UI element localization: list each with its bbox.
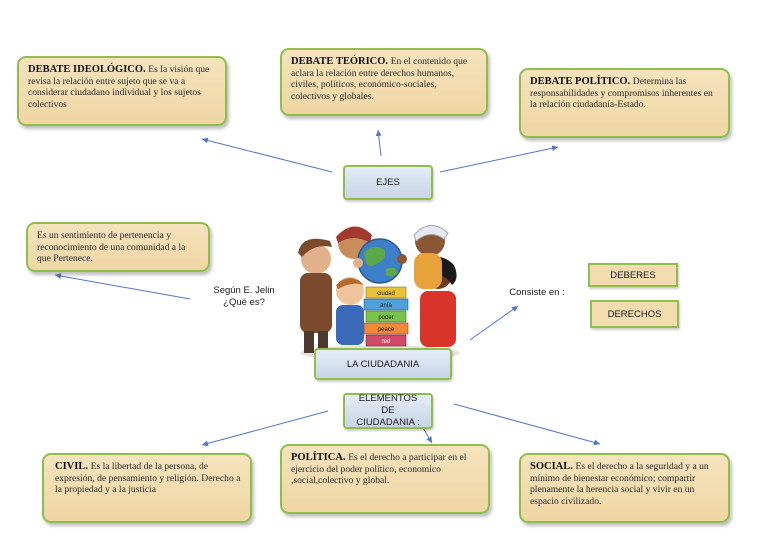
elementos-ciudadania-label: ELEMENTOS DE CIUDADANIA : [343,393,433,429]
debate-teorico-title: DEBATE TEÓRICO. [291,56,391,67]
debate-ideologico-text: Es la visión que revisa la relación entr… [28,64,210,110]
debate-politico-title: DEBATE POLÍTICO. [530,76,633,87]
debate-ideologico-title: DEBATE IDEOLÓGICO. [28,64,149,75]
politica-text: Es el derecho a participar en el ejercic… [291,452,467,486]
children-globe-illustration: ciudad anía poder peace red [298,225,460,361]
arrow-ejes-ideologico [201,137,333,173]
debate-politico-text: Determina las responsabilidades y compro… [530,76,713,110]
book-word-5: red [382,339,391,345]
civil-box: CIVIL. Es la libertad de la persona, de … [42,453,252,523]
politica-box: POLÍTICA. Es el derecho a participar en … [280,444,490,514]
deberes-tag: DEBERES [588,263,678,287]
debate-ideologico-box: DEBATE IDEOLÓGICO. Es la visión que revi… [17,56,227,126]
arrow-elementos-social [453,403,601,446]
social-text: Es el derecho a la seguridad y a un míni… [530,461,709,507]
definicion-box: Es un sentimiento de pertenencia y recon… [26,222,210,272]
que-es-line: ¿Qué es? [223,297,265,308]
book-word-4: peace [378,327,395,333]
arrow-ejes-teorico [375,129,382,157]
arrow-consiste [469,305,519,341]
book-word-2: anía [380,303,392,309]
derechos-tag: DERECHOS [590,300,679,328]
book-word-1: ciudad [377,291,395,297]
debate-teorico-box: DEBATE TEÓRICO. En el contenido que acla… [280,48,488,116]
arrow-segun-definicion [54,273,191,300]
debate-politico-box: DEBATE POLÍTICO. Determina las responsab… [519,68,730,138]
civil-title: CIVIL. [55,461,91,472]
book-word-3: poder [378,315,393,321]
segun-jelin-text: Según E. Jelin ¿Qué es? [205,285,283,309]
civil-text: Es la libertad de la persona, de expresi… [55,461,241,495]
social-box: SOCIAL. Es el derecho a la seguridad y a… [519,453,730,523]
consiste-en-text: Consiste en : [509,287,565,298]
arrow-elementos-civil [201,410,329,447]
debate-teorico-text: En el contenido que aclara la relación e… [291,56,468,102]
politica-title: POLÍTICA. [291,452,349,463]
ejes-label: EJES [343,165,433,200]
la-ciudadania-title: LA CIUDADANIA [314,348,452,380]
definicion-text: Es un sentimiento de pertenencia y recon… [37,230,186,264]
arrow-ejes-politico [439,145,559,173]
segun-jelin-line: Según E. Jelin [213,285,275,296]
social-title: SOCIAL. [530,461,576,472]
